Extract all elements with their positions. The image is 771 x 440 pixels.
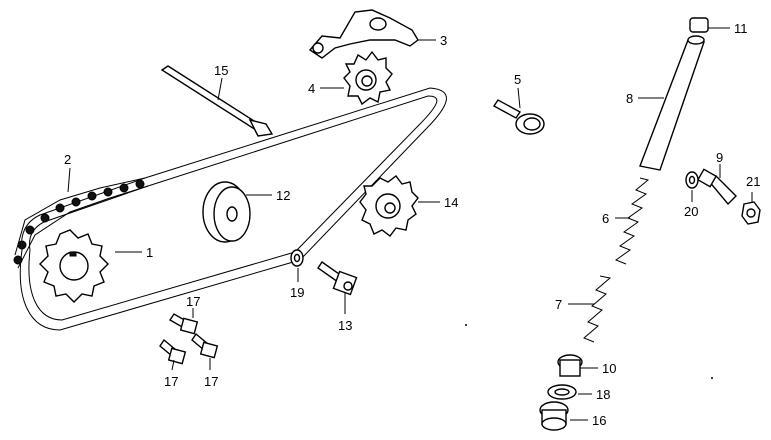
callout-8: 8 — [626, 91, 633, 106]
spring-6 — [614, 177, 650, 265]
callout-21: 21 — [746, 174, 760, 189]
callout-7: 7 — [555, 297, 562, 312]
washer-19 — [290, 249, 304, 267]
speck — [711, 377, 713, 379]
callout-1: 1 — [146, 245, 153, 260]
callout-17b: 17 — [164, 374, 178, 389]
bolt-17b — [191, 332, 219, 359]
callout-17c: 17 — [204, 374, 218, 389]
callout-5: 5 — [514, 72, 521, 87]
cap-11 — [689, 17, 709, 33]
callout-20: 20 — [684, 204, 698, 219]
nut-21 — [741, 201, 761, 225]
callout-16: 16 — [592, 413, 606, 428]
upper-sprocket — [343, 50, 393, 106]
callout-19: 19 — [290, 285, 304, 300]
callout-3: 3 — [440, 33, 447, 48]
washer-20 — [685, 171, 699, 189]
callout-9: 9 — [716, 150, 723, 165]
shaft — [160, 65, 274, 137]
callout-labels: 1 2 3 4 5 6 7 8 9 10 11 12 13 14 15 16 1… — [64, 21, 760, 428]
callout-18: 18 — [596, 387, 610, 402]
callout-10: 10 — [602, 361, 616, 376]
plug-bolt-16 — [539, 401, 569, 431]
callout-17a: 17 — [186, 294, 200, 309]
callout-14: 14 — [444, 195, 458, 210]
callout-11: 11 — [734, 21, 748, 36]
callout-12: 12 — [276, 188, 290, 203]
washer-18 — [547, 384, 577, 400]
callout-2: 2 — [64, 152, 71, 167]
bolt-17a — [169, 313, 199, 335]
spring-7 — [583, 275, 612, 343]
bracket — [308, 9, 419, 59]
tensioner-sprocket — [359, 175, 419, 237]
bolt-13 — [317, 261, 358, 296]
pivot-bolt — [492, 99, 545, 135]
speck — [465, 324, 467, 326]
guide-roller — [202, 181, 251, 243]
leader-lines — [67, 27, 753, 421]
callout-6: 6 — [602, 211, 609, 226]
chain-links — [13, 177, 149, 269]
callout-15: 15 — [214, 63, 228, 78]
plunger-10 — [557, 354, 583, 377]
callout-13: 13 — [338, 318, 352, 333]
callout-4: 4 — [308, 81, 315, 96]
bolt-17c — [159, 338, 187, 365]
tensioner-tube — [639, 35, 705, 171]
crank-sprocket — [39, 229, 109, 303]
bolt-9 — [696, 168, 737, 206]
